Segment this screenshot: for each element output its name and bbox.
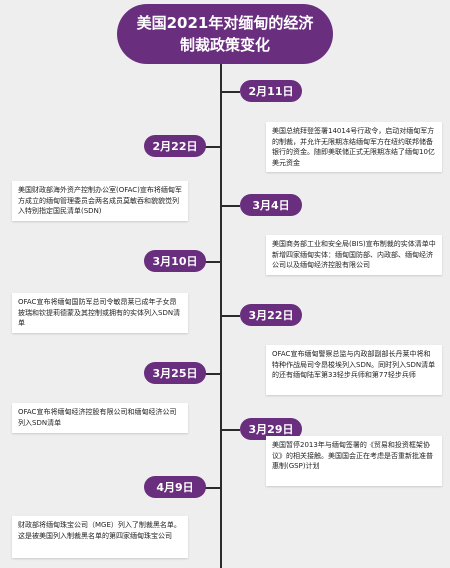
date-pill: 4月9日	[144, 476, 206, 498]
page-title: 美国2021年对缅甸的经济制裁政策变化	[117, 4, 333, 64]
timeline-connector	[200, 373, 220, 375]
timeline-connector	[222, 91, 240, 93]
event-card: OFAC宣布缅甸警察总监与内政部副部长丹莱中将和特种作战局司令昂梭埃列入SDN。…	[266, 345, 442, 395]
date-pill: 2月11日	[240, 80, 302, 102]
date-pill: 2月22日	[144, 135, 206, 157]
event-card: 美国商务部工业和安全局(BIS)宣布制裁的实体清单中新增四家缅甸实体：缅甸国防部…	[266, 235, 442, 275]
date-pill: 3月22日	[240, 304, 302, 326]
event-card: 美国财政部海外资产控制办公室(OFAC)宣布将缅甸军方成立的缅甸管理委员会两名成…	[12, 181, 188, 221]
event-card: 美国总统拜登签署14014号行政令，启动对缅甸军方的制裁，并允许无限期冻结缅甸军…	[266, 122, 442, 172]
event-card: 美国暂停2013年与缅甸签署的《贸易和投资框架协议》的相关接触。美国国会正在考虑…	[266, 436, 442, 486]
date-pill: 3月29日	[240, 418, 302, 440]
timeline-connector	[222, 205, 240, 207]
timeline-axis	[220, 64, 222, 568]
event-card: 财政部将缅甸珠宝公司（MGE）列入了制裁黑名单。这是被美国列入制裁黑名单的第四家…	[12, 516, 188, 558]
timeline-connector	[200, 261, 220, 263]
timeline-connector	[222, 315, 240, 317]
timeline-connector	[222, 429, 240, 431]
date-pill: 3月10日	[144, 250, 206, 272]
timeline-connector	[200, 487, 220, 489]
event-card: OFAC宣布将缅甸经济控股有限公司和缅甸经济公司列入SDN清单	[12, 403, 188, 433]
event-card: OFAC宣布将缅甸国防军总司令敏昂莱已成年子女昂披瑞和钦提莉德蒙及其控制或拥有的…	[12, 293, 188, 333]
date-pill: 3月25日	[144, 362, 206, 384]
timeline-connector	[200, 146, 220, 148]
date-pill: 3月4日	[240, 194, 302, 216]
